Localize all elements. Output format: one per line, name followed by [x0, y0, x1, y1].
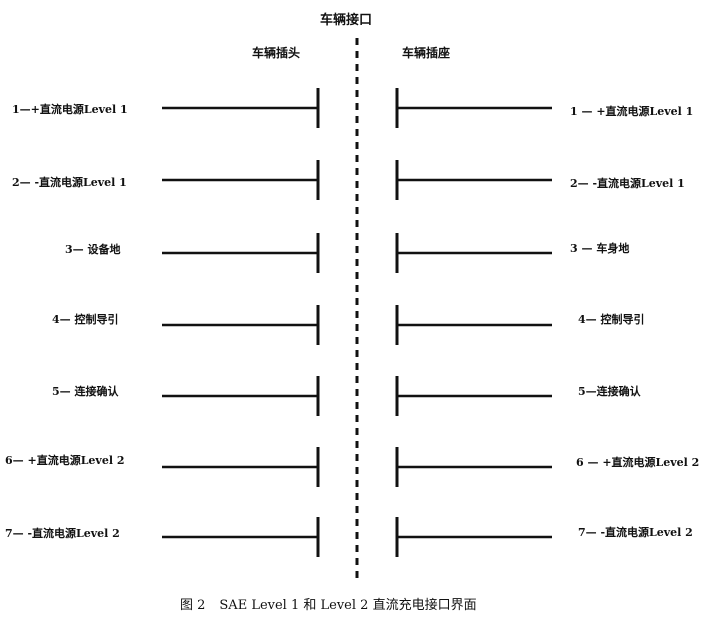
plug-pin-3-label: 3— 设备地 — [65, 243, 121, 256]
socket-pin-2-label: 2— -直流电源Level 1 — [570, 177, 685, 190]
figure-number: 图 2 — [180, 598, 206, 613]
plug-pin-1-label: 1—+直流电源Level 1 — [12, 103, 128, 116]
plug-pin-4-label: 4— 控制导引 — [52, 313, 119, 326]
plug-pin-7-label: 7— -直流电源Level 2 — [5, 527, 120, 540]
socket-pin-3-label: 3 — 车身地 — [570, 242, 630, 255]
socket-pin-4-label: 4— 控制导引 — [578, 313, 645, 326]
plug-pin-5-label: 5— 连接确认 — [52, 385, 119, 398]
diagram-title: 车辆接口 — [320, 13, 373, 28]
socket-pin-6-label: 6 — +直流电源Level 2 — [576, 456, 700, 469]
socket-pin-5-label: 5—连接确认 — [578, 385, 641, 398]
socket-pin-1-label: 1 — +直流电源Level 1 — [570, 105, 694, 118]
caption-text: SAE Level 1 和 Level 2 直流充电接口界面 — [219, 598, 477, 613]
socket-header: 车辆插座 — [402, 46, 451, 60]
plug-pin-6-label: 6— +直流电源Level 2 — [5, 454, 125, 467]
socket-pin-7-label: 7— -直流电源Level 2 — [578, 526, 693, 539]
figure-caption: 图 2 SAE Level 1 和 Level 2 直流充电接口界面 — [180, 594, 477, 613]
plug-pin-2-label: 2— -直流电源Level 1 — [12, 176, 127, 189]
plug-header: 车辆插头 — [252, 46, 301, 60]
